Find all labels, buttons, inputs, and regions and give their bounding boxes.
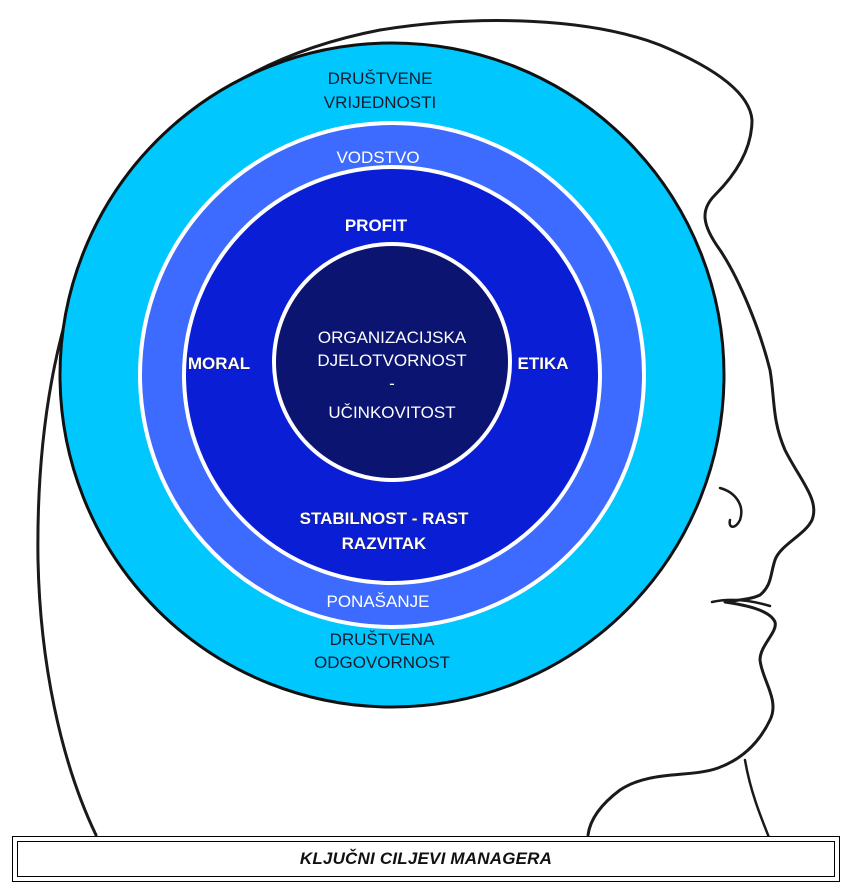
outer-top-line1: DRUŠTVENE	[328, 69, 433, 88]
center-line2: DJELOTVORNOST	[317, 351, 466, 370]
third-bottom-line2: RAZVITAK	[342, 534, 427, 553]
third-top-label: PROFIT	[345, 216, 408, 235]
diagram-caption: KLJUČNI CILJEVI MANAGERA	[299, 849, 553, 868]
center-line4: UČINKOVITOST	[328, 403, 455, 422]
second-top-label: VODSTVO	[336, 148, 419, 167]
ring-center	[272, 242, 512, 482]
third-right-label: ETIKA	[518, 354, 569, 373]
lip-detail	[710, 598, 772, 608]
second-bottom-label: PONAŠANJE	[327, 592, 430, 611]
third-bottom-line1: STABILNOST - RAST	[300, 509, 469, 528]
neck-line	[743, 758, 772, 842]
caption-box: KLJUČNI CILJEVI MANAGERA	[12, 836, 840, 882]
outer-bottom-line2: ODGOVORNOST	[314, 653, 450, 672]
third-left-label: MORAL	[188, 354, 250, 373]
center-line3: -	[389, 374, 395, 393]
caption-inner-frame: KLJUČNI CILJEVI MANAGERA	[17, 841, 835, 877]
outer-bottom-line1: DRUŠTVENA	[330, 630, 436, 649]
outer-top-line2: VRIJEDNOSTI	[324, 93, 436, 112]
ear-detail	[718, 486, 743, 528]
center-line1: ORGANIZACIJSKA	[318, 328, 467, 347]
